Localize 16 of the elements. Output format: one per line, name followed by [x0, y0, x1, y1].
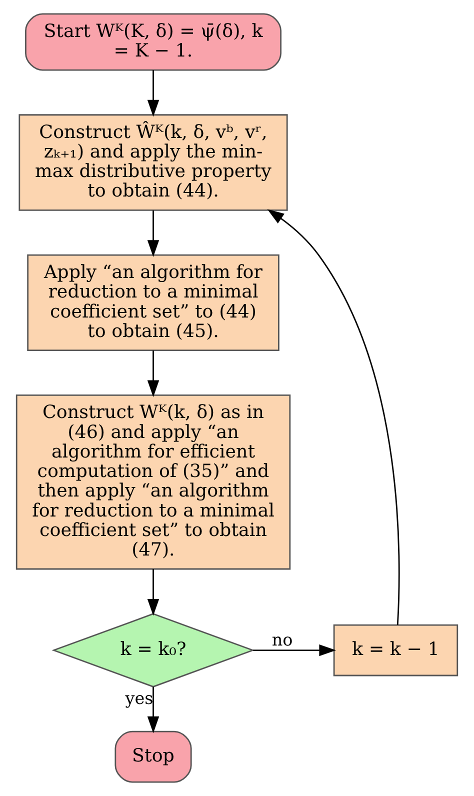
node-box: Stop: [114, 730, 192, 783]
node-box: Construct Wᴷ(k, δ) as in (46) and apply “an algorithm for efficient computation of (35)” and then apply “an algorithm for reduction to a minimal coefficient set” to obtain (47).: [16, 394, 291, 570]
arrow: [147, 70, 160, 117]
arrow: [147, 210, 160, 257]
node-box: Construct Ŵᴷ(k, δ, vᵇ, vʳ, zₖ₊₁) and apply the min-max distributive property to obtain (44).: [18, 114, 288, 211]
arrow: [253, 644, 336, 656]
arrow: [147, 686, 160, 734]
node-box: k = k − 1: [333, 624, 458, 676]
arrow: [147, 350, 160, 398]
arrow: [267, 209, 400, 625]
node-box: Start Wᴷ(K, δ) = ψ̄(δ), k = K − 1.: [25, 13, 282, 71]
node-diamond: k = k₀?: [52, 613, 255, 688]
edge-label: no: [272, 630, 293, 650]
edge-label: yes: [125, 688, 154, 708]
arrow: [147, 569, 160, 616]
node-box: Apply “an algorithm for reduction to a minimal coefficient set” to (44) to obtain (45).: [27, 254, 280, 352]
